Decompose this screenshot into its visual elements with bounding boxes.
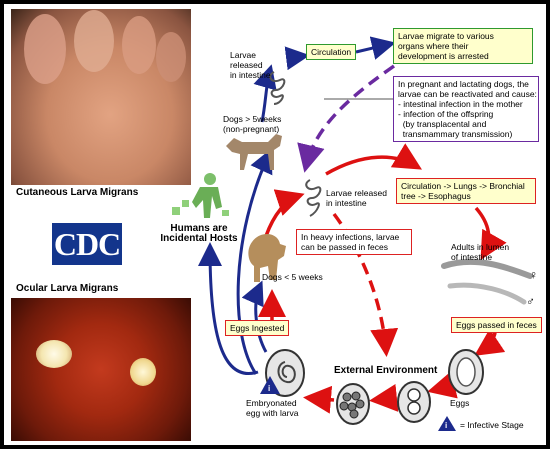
female-symbol: ♀ bbox=[529, 268, 538, 282]
ocular-photo bbox=[11, 298, 191, 441]
arrow-larvae-to-circulation-mid bbox=[325, 143, 423, 176]
larvae-released-mid: Larvae released in intestine bbox=[326, 188, 387, 208]
retina-lesion bbox=[36, 340, 72, 368]
egg-embryonated bbox=[265, 349, 305, 397]
humans-label: Humans are Incidental Hosts bbox=[160, 223, 238, 244]
ocular-label: Ocular Larva Migrans bbox=[16, 283, 119, 294]
toe-highlight bbox=[156, 32, 186, 82]
pregnant-box: In pregnant and lactating dogs, the larv… bbox=[393, 76, 539, 142]
organs-box: Larvae migrate to various organs where t… bbox=[393, 28, 533, 64]
infective-legend: = Infective Stage bbox=[460, 420, 524, 430]
arrow-reactivation bbox=[297, 64, 396, 173]
dogs-over-label: Dogs > 5weeks (non-pregnant) bbox=[223, 114, 282, 134]
arrow-egg-stage-2 bbox=[369, 383, 399, 412]
adult-worm-male bbox=[447, 282, 527, 305]
arrow-dog-to-larvae bbox=[253, 64, 277, 123]
diagram-frame: Cutaneous Larva Migrans Ocular Larva Mig… bbox=[4, 4, 546, 445]
arrow-to-adult-dog bbox=[236, 148, 273, 375]
cutaneous-label: Cutaneous Larva Migrans bbox=[16, 187, 139, 198]
larva-coil-mid bbox=[305, 179, 322, 217]
puppy bbox=[248, 233, 286, 282]
heavy-box: In heavy infections, larvae can be passe… bbox=[296, 229, 412, 255]
eggs-label: Eggs bbox=[450, 398, 470, 408]
toe-highlight bbox=[122, 16, 156, 74]
adult-dog bbox=[226, 134, 282, 170]
cycle-arrows bbox=[198, 36, 533, 425]
external-label: External Environment bbox=[334, 365, 438, 376]
circulation-box: Circulation bbox=[306, 44, 357, 60]
larvae-released-top: Larvae released in intestine bbox=[230, 50, 271, 80]
infective-marker-legend-letter: i bbox=[445, 421, 448, 430]
human-figure bbox=[172, 173, 229, 218]
dogs-under-label: Dogs < 5 weeks bbox=[262, 272, 323, 282]
infective-marker-egg-letter: i bbox=[268, 384, 271, 393]
arrow-larvae-to-circulation bbox=[284, 46, 310, 71]
arrow-young-dog-to-larvae bbox=[264, 189, 305, 237]
arrow-to-humans bbox=[198, 242, 259, 375]
embryonated-label: Embryonated egg with larva bbox=[246, 398, 299, 418]
cdc-logo: CDC bbox=[52, 223, 122, 265]
cdc-logo-text: CDC bbox=[53, 226, 121, 262]
optic-disc bbox=[130, 358, 156, 386]
arrow-egg-to-dog bbox=[241, 280, 268, 353]
eggs-passed-box: Eggs passed in feces bbox=[451, 317, 542, 333]
circ-lungs-box: Circulation -> Lungs -> Bronchial tree -… bbox=[396, 178, 536, 204]
eggs-ingested-box: Eggs Ingested bbox=[225, 320, 290, 336]
arrow-circ-to-adults bbox=[474, 206, 507, 261]
toe-highlight bbox=[74, 10, 114, 72]
arrow-egg-stage-1 bbox=[427, 371, 458, 399]
adult-worm-female bbox=[441, 258, 533, 279]
arrow-circulation-to-organs bbox=[355, 36, 396, 60]
larva-coil-top bbox=[269, 71, 286, 105]
arrow-egg-stage-3 bbox=[303, 385, 335, 414]
adults-label: Adults in lumen of intestine bbox=[451, 242, 510, 262]
male-symbol: ♂ bbox=[526, 294, 535, 308]
toe-highlight bbox=[24, 14, 66, 84]
